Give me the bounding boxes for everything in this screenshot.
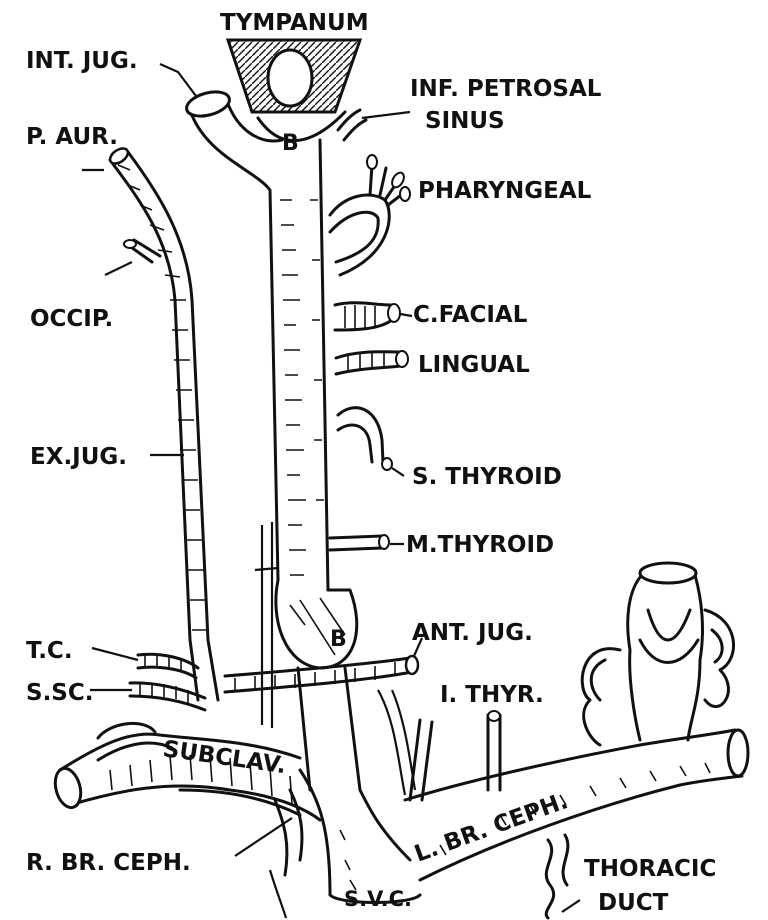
label-pharyngeal: PHARYNGEAL <box>418 178 592 204</box>
label-svc: S.V.C. <box>344 887 412 911</box>
label-ant-jug: ANT. JUG. <box>412 620 533 646</box>
label-inf-petrosal-1: INF. PETROSAL <box>410 76 602 102</box>
thyroid-lobes <box>582 610 733 745</box>
occipital-vein <box>124 240 160 262</box>
label-lingual: LINGUAL <box>418 352 530 378</box>
pharyngeal-vein <box>330 155 410 275</box>
common-facial-vein <box>335 303 400 330</box>
suprascapular-vein <box>130 683 205 710</box>
middle-thyroid-vein <box>330 535 389 550</box>
label-r-br-ceph: R. BR. CEPH. <box>26 850 191 876</box>
label-bulb-lower: B <box>330 627 347 652</box>
label-tympanum: TYMPANUM <box>220 10 369 36</box>
label-thoracic-2: DUCT <box>598 890 669 916</box>
label-inf-petrosal-2: SINUS <box>425 108 505 134</box>
label-p-aur: P. AUR. <box>26 124 118 150</box>
label-tc: T.C. <box>26 638 73 664</box>
tympanum-block <box>228 40 360 112</box>
external-jugular-vein <box>107 145 218 700</box>
label-c-facial: C.FACIAL <box>413 302 528 328</box>
vertical-lines <box>255 522 278 728</box>
superior-thyroid-vein <box>338 408 392 470</box>
label-int-jug: INT. JUG. <box>26 48 138 74</box>
left-jugular-structure <box>628 563 703 740</box>
label-occip: OCCIP. <box>30 306 113 332</box>
thoracic-duct <box>546 835 568 918</box>
label-bulb-upper: B <box>282 131 299 156</box>
label-thoracic-1: THORACIC <box>584 856 716 882</box>
label-m-thyroid: M.THYROID <box>406 532 554 558</box>
lingual-vein <box>336 351 408 374</box>
label-s-thyroid: S. THYROID <box>412 464 562 490</box>
transverse-cervical-vein <box>138 654 198 678</box>
anterior-jugular-vein <box>225 656 418 692</box>
label-ex-jug: EX.JUG. <box>30 444 127 470</box>
label-ssc: S.SC. <box>26 680 93 706</box>
label-i-thyr: I. THYR. <box>440 682 544 708</box>
label-l-br-ceph: L. BR. CEPH. <box>411 788 571 868</box>
superior-vena-cava <box>300 770 420 903</box>
